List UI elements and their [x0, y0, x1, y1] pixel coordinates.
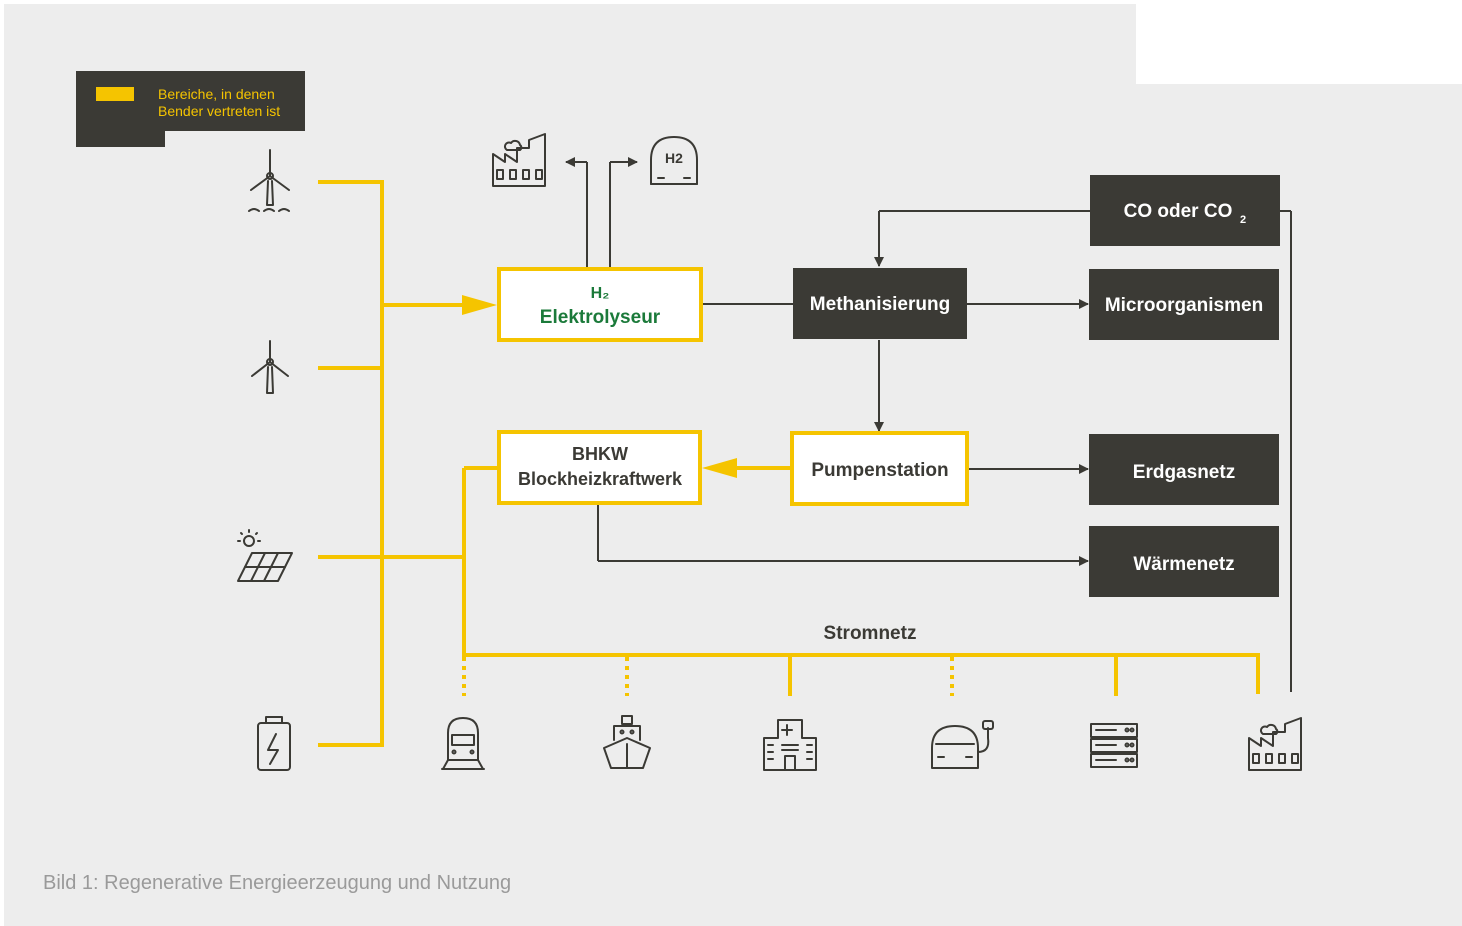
erdgasnetz-box: Erdgasnetz: [1089, 434, 1279, 505]
co-subscript: 2: [1240, 214, 1246, 226]
pumpenstation-label: Pumpenstation: [811, 460, 948, 481]
co-box: CO oder CO 2: [1090, 175, 1280, 246]
stromnetz-label: Stromnetz: [824, 623, 917, 644]
waermenetz-label: Wärmenetz: [1133, 554, 1234, 575]
legend-swatch: [96, 87, 134, 101]
legend-label-line2: Bender vertreten ist: [158, 103, 281, 119]
hospital-icon: [763, 719, 817, 771]
train-icon: [441, 717, 485, 770]
legend: [76, 71, 305, 147]
factory-icon: [492, 133, 546, 187]
h2-car-label: H2: [665, 150, 683, 166]
arrow-to-bhkw: [702, 458, 737, 478]
waermenetz-box: Wärmenetz: [1089, 526, 1279, 597]
flow-lines: [565, 157, 1292, 692]
ev-car-icon: [931, 720, 994, 769]
pumpenstation-box: Pumpenstation: [790, 431, 969, 506]
elektrolyseur-label: Elektrolyseur: [540, 307, 661, 328]
methanisierung-box: Methanisierung: [793, 268, 967, 339]
solar-panel-icon: [237, 529, 293, 582]
figure-caption: Bild 1: Regenerative Energieerzeugung un…: [43, 872, 512, 894]
microorganismen-box: Microorganismen: [1089, 269, 1279, 340]
arrow-to-elektrolyseur: [462, 295, 497, 315]
blockheizkraftwerk-label: Blockheizkraftwerk: [518, 469, 683, 489]
factory-icon-bottom: [1248, 717, 1302, 771]
h2-car-icon: [650, 136, 698, 185]
power-lines: [318, 180, 1260, 747]
bhkw-box: BHKW Blockheizkraftwerk: [497, 430, 702, 505]
microorganismen-label: Microorganismen: [1105, 295, 1263, 316]
methanisierung-label: Methanisierung: [810, 294, 950, 315]
wind-turbine-icon: [251, 340, 289, 394]
erdgasnetz-label: Erdgasnetz: [1133, 462, 1235, 483]
ship-icon: [603, 715, 651, 769]
offshore-wind-icon: [248, 149, 290, 212]
server-icon: [1090, 723, 1138, 768]
battery-icon: [257, 716, 291, 771]
bhkw-label: BHKW: [572, 444, 628, 464]
legend-text: Bereiche, in denen Bender vertreten ist: [158, 86, 308, 120]
elektrolyseur-h2-label: H₂: [591, 285, 610, 302]
elektrolyseur-box: H₂ Elektrolyseur: [497, 267, 703, 342]
legend-label-line1: Bereiche, in denen: [158, 86, 275, 102]
co-label: CO oder CO: [1124, 201, 1233, 222]
